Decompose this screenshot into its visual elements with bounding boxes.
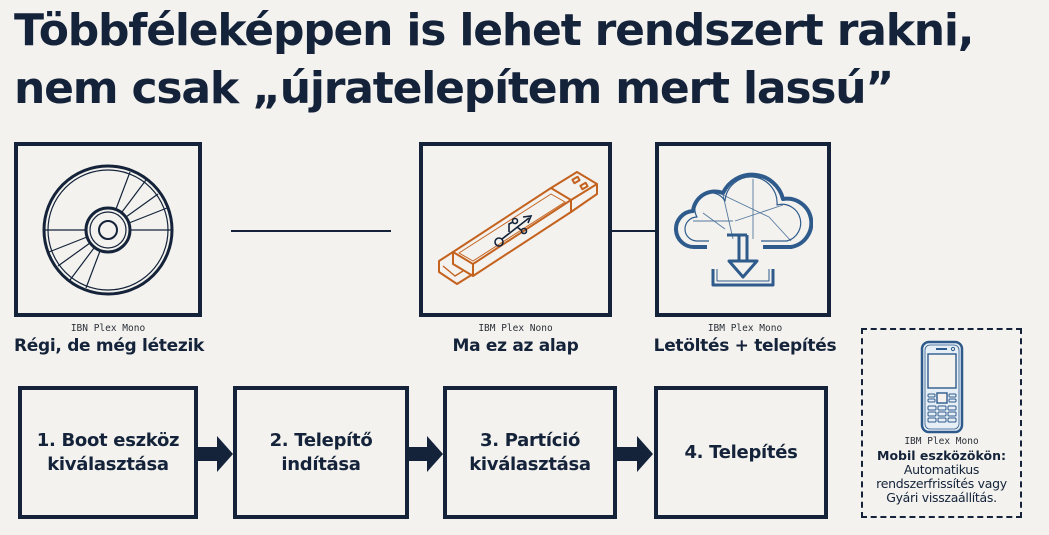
font-note: IBN Plex Mono bbox=[70, 323, 146, 334]
media-card-cloud bbox=[655, 142, 831, 317]
step-3-partition-select: 3. Partíció kiválasztása bbox=[443, 386, 617, 519]
media-label: Ma ez az alap bbox=[452, 336, 579, 356]
media-card-usb bbox=[419, 142, 612, 317]
mobile-body-line-3: Gyári visszaállítás. bbox=[886, 490, 997, 505]
mobile-body-line-2: rendszerfrissítés vagy bbox=[876, 476, 1007, 491]
step-line-2: kiválasztása bbox=[47, 453, 169, 475]
step-line-1: 1. Boot eszköz bbox=[36, 429, 180, 451]
mobile-body-line-1: Automatikus bbox=[903, 462, 980, 477]
font-note: IBM Plex Nono bbox=[478, 323, 553, 334]
mobile-note-box: IBM Plex Mono Mobil eszközökön: Automati… bbox=[861, 328, 1022, 518]
arrow-right-icon bbox=[407, 436, 443, 472]
step-1-boot-device: 1. Boot eszköz kiválasztása bbox=[18, 386, 198, 519]
mobile-phone-icon bbox=[920, 340, 963, 434]
title-line-2: nem csak „újratelepítem mert lassú” bbox=[14, 63, 894, 114]
font-note: IBM Plex Mono bbox=[904, 436, 979, 447]
media-label: Régi, de még létezik bbox=[14, 336, 204, 356]
step-line-1: 3. Partíció bbox=[479, 429, 581, 451]
connector-line bbox=[612, 230, 656, 232]
connector-line bbox=[231, 230, 391, 232]
media-caption-cloud: IBM Plex Mono Letöltés + telepítés bbox=[650, 323, 840, 357]
step-4-install: 4. Telepítés bbox=[654, 386, 828, 519]
media-caption-usb: IBM Plex Nono Ma ez az alap bbox=[419, 323, 612, 357]
step-line-2: kiválasztása bbox=[469, 453, 591, 475]
arrow-right-icon bbox=[615, 436, 653, 472]
step-line-1: 4. Telepítés bbox=[684, 441, 798, 463]
arrow-right-icon bbox=[197, 436, 233, 472]
mobile-heading: Mobil eszközökön: bbox=[877, 448, 1006, 463]
font-note: IBM Plex Mono bbox=[707, 323, 783, 334]
media-card-cd bbox=[14, 142, 202, 317]
cloud-download-icon bbox=[673, 172, 813, 286]
media-label: Letöltés + telepítés bbox=[653, 336, 837, 356]
page-title: Többféleképpen is lehet rendszert rakni,… bbox=[14, 2, 974, 118]
cd-disc-icon bbox=[42, 164, 174, 295]
usb-drive-icon bbox=[437, 170, 598, 285]
title-line-1: Többféleképpen is lehet rendszert rakni, bbox=[14, 5, 974, 56]
mobile-body: Automatikus rendszerfrissítés vagy Gyári… bbox=[876, 463, 1007, 505]
step-line-2: indítása bbox=[281, 453, 361, 475]
media-caption-cd: IBN Plex Mono Régi, de még létezik bbox=[14, 323, 204, 357]
step-2-start-installer: 2. Telepítő indítása bbox=[233, 386, 409, 519]
step-line-1: 2. Telepítő bbox=[269, 429, 373, 451]
